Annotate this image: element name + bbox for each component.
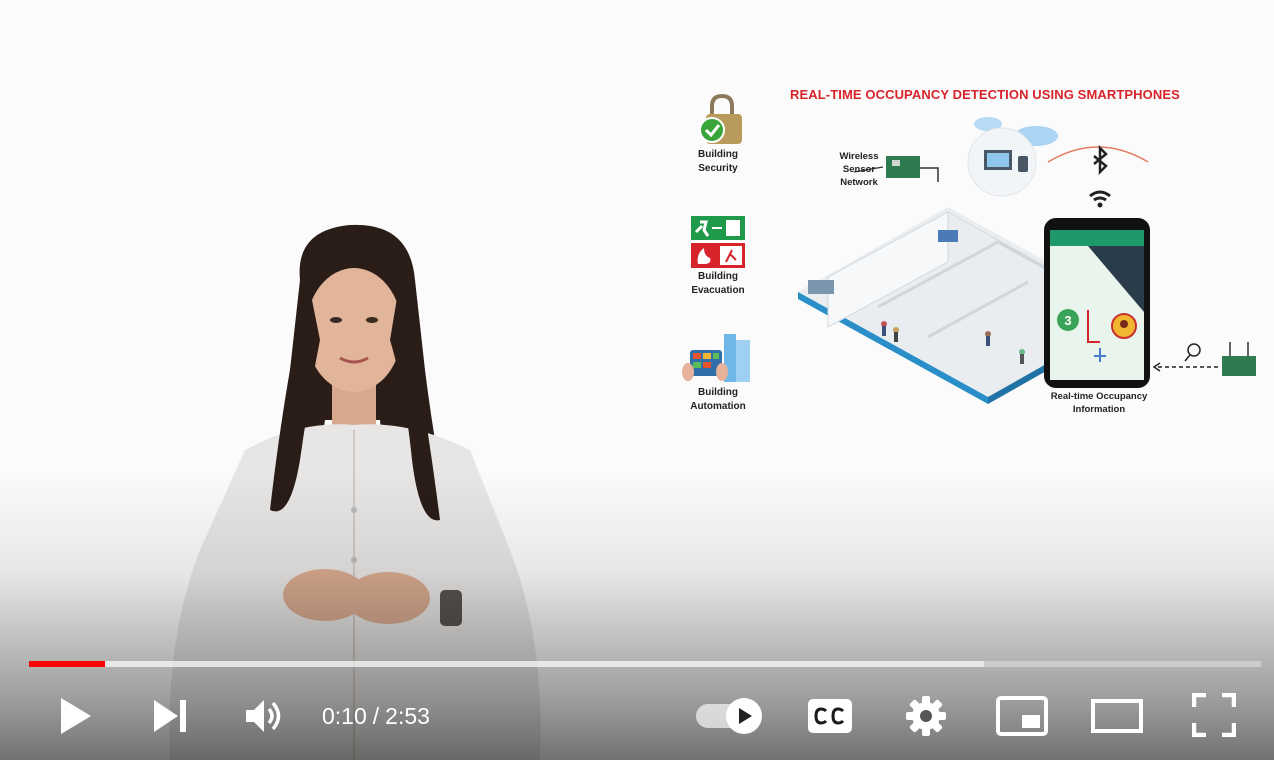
slide-title: REAL-TIME OCCUPANCY DETECTION USING SMAR…: [790, 87, 1180, 102]
use-case-label-line1: Building: [698, 387, 738, 398]
mute-button[interactable]: [234, 694, 294, 738]
occupancy-label-line2: Information: [1072, 404, 1126, 415]
settings-button[interactable]: [896, 694, 956, 738]
presenter-figure: [169, 224, 541, 760]
play-button[interactable]: [48, 694, 104, 738]
use-case-label-line1: Building: [698, 271, 738, 282]
time-display: 0:10 / 2:53: [322, 700, 430, 732]
use-case-label-line2: Automation: [690, 401, 746, 412]
occupancy-label-line1: Real-time Occupancy: [1050, 391, 1148, 402]
time-separator: /: [372, 702, 380, 729]
occupancy-info-label: Real-time Occupancy Information: [1034, 390, 1164, 416]
fullscreen-button[interactable]: [1184, 690, 1244, 740]
use-case-evacuation: Building Evacuation: [678, 216, 758, 298]
wsn-label: Wireless Sensor Network: [836, 150, 882, 189]
miniplayer-icon: [996, 696, 1048, 736]
progress-bar[interactable]: [29, 659, 1261, 669]
cc-icon: [808, 699, 852, 733]
duration: 2:53: [385, 702, 430, 729]
theater-mode-button[interactable]: [1084, 694, 1150, 738]
progress-buffered: [29, 661, 984, 667]
occupancy-diagram: 3: [798, 117, 1256, 404]
padlock-check-icon: [699, 94, 742, 144]
progress-played: [29, 661, 106, 667]
current-time: 0:10: [322, 702, 367, 729]
play-icon: [61, 698, 91, 734]
slide-graphic: REAL-TIME OCCUPANCY DETECTION USING SMAR…: [678, 82, 1274, 427]
use-case-label-line2: Evacuation: [691, 285, 745, 296]
wsn-label-line2: Sensor: [842, 164, 876, 175]
phone-marker-text: 3: [1064, 313, 1071, 328]
fullscreen-icon: [1192, 693, 1236, 737]
autoplay-toggle-icon: [696, 698, 762, 734]
wsn-label-line3: Network: [840, 177, 878, 188]
gear-icon: [906, 696, 946, 736]
next-button[interactable]: [142, 694, 198, 738]
building-automation-icon: [682, 334, 750, 382]
use-case-label-line2: Security: [698, 163, 738, 174]
emergency-exit-icon: [691, 216, 745, 268]
miniplayer-button[interactable]: [990, 694, 1054, 738]
use-case-automation: Building Automation: [678, 332, 758, 414]
volume-icon: [246, 700, 281, 732]
wsn-label-line1: Wireless: [839, 151, 879, 162]
autoplay-toggle[interactable]: [688, 694, 768, 738]
theater-mode-icon: [1091, 699, 1143, 733]
captions-button[interactable]: [800, 694, 860, 738]
use-case-label-line1: Building: [698, 149, 738, 160]
next-icon: [154, 700, 186, 732]
use-case-security: Building Security: [678, 94, 758, 176]
